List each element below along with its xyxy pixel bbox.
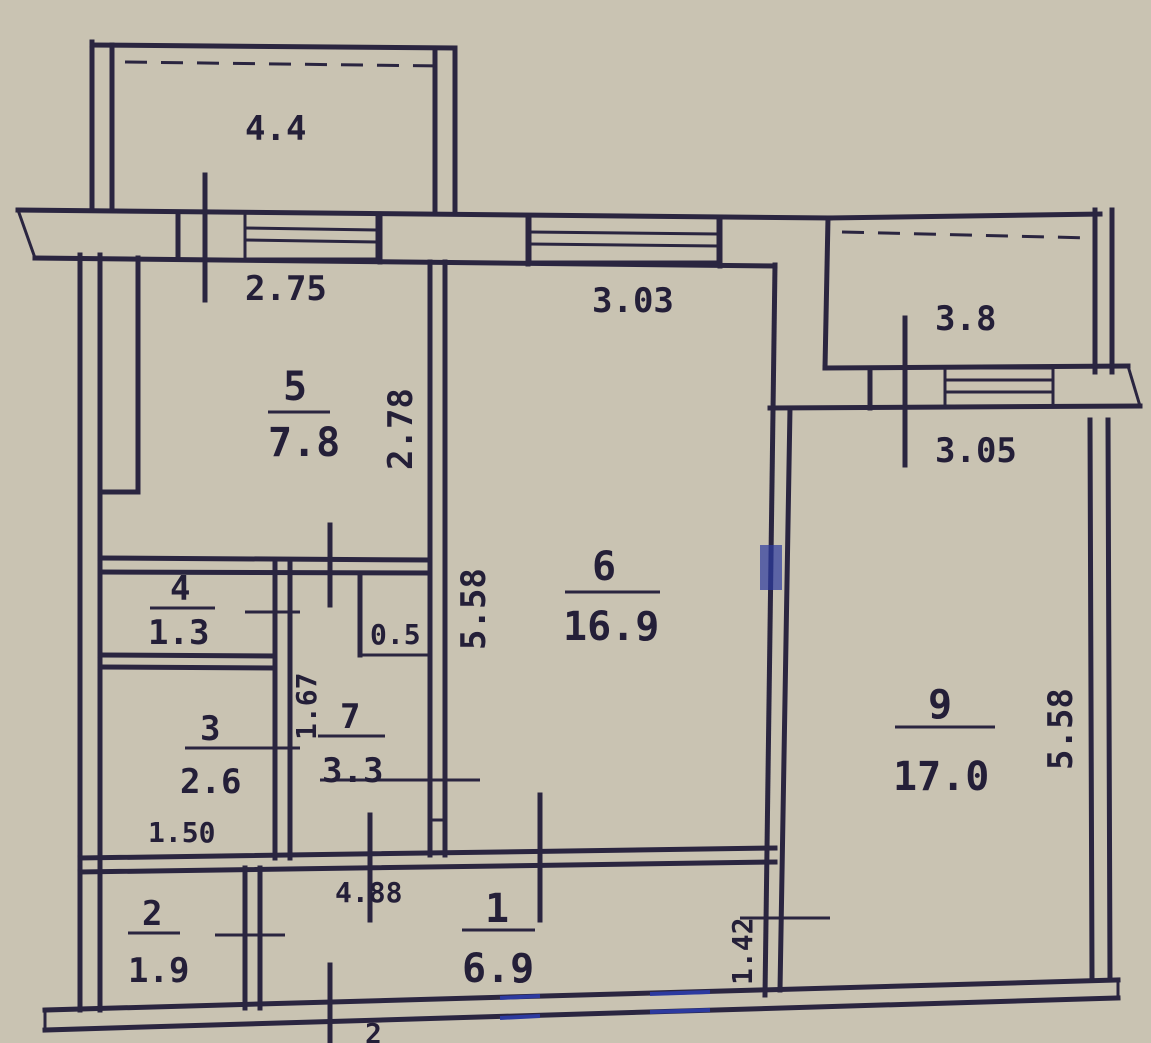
dim-3-05: 3.05 <box>935 431 1017 471</box>
partition-corridor <box>77 792 778 923</box>
right-upper-wall <box>767 315 1143 468</box>
room-9-area: 17.0 <box>893 754 989 800</box>
room-4-number: 4 <box>170 569 190 609</box>
window-room-6 <box>528 214 720 264</box>
dim-4-88: 4.88 <box>335 876 402 909</box>
room-2-number: 2 <box>142 894 162 934</box>
dim-1-50: 1.50 <box>148 816 215 849</box>
dim-1-67: 1.67 <box>290 673 323 740</box>
wall-6-9 <box>762 262 793 998</box>
dim-0-5: 0.5 <box>370 618 421 651</box>
room-1-number: 1 <box>485 886 509 932</box>
right-exterior-wall <box>1087 417 1113 983</box>
room-7-number: 7 <box>340 697 360 737</box>
room-6-area: 16.9 <box>563 604 659 650</box>
blue-marks <box>499 545 782 1020</box>
dim-3-03: 3.03 <box>592 281 674 321</box>
left-exterior-wall <box>77 252 141 1013</box>
room-1-area: 6.9 <box>462 946 534 992</box>
dim-5-58-left: 5.58 <box>454 568 494 650</box>
room-5-area: 7.8 <box>268 420 340 466</box>
balcony-right-area: 3.8 <box>935 299 996 339</box>
bottom-exterior-wall <box>42 962 1121 1043</box>
window-room-5 <box>243 211 379 261</box>
room-6-number: 6 <box>592 544 616 590</box>
left-balcony <box>89 39 458 217</box>
room-3-number: 3 <box>200 709 220 749</box>
room-3-area: 2.6 <box>180 762 241 802</box>
room-4-area: 1.3 <box>148 613 209 653</box>
dim-2-78: 2.78 <box>381 388 421 470</box>
room-7-area: 3.3 <box>322 751 383 791</box>
room-9-number: 9 <box>928 682 952 728</box>
partition-5-4 <box>97 522 433 658</box>
partition-3-7 <box>245 559 480 861</box>
dim-2-75: 2.75 <box>245 269 327 309</box>
dim-1-42: 1.42 <box>726 918 759 985</box>
partition-room-2 <box>215 865 285 1011</box>
balcony-left-area: 4.4 <box>245 109 306 149</box>
room-2-area: 1.9 <box>128 951 189 991</box>
fraction-lines <box>128 410 995 935</box>
partition-4-3 <box>97 652 278 671</box>
dim-2: 2 <box>365 1017 382 1043</box>
dim-5-58-right: 5.58 <box>1041 688 1081 770</box>
room-5-number: 5 <box>283 364 307 410</box>
right-balcony <box>822 207 1115 375</box>
